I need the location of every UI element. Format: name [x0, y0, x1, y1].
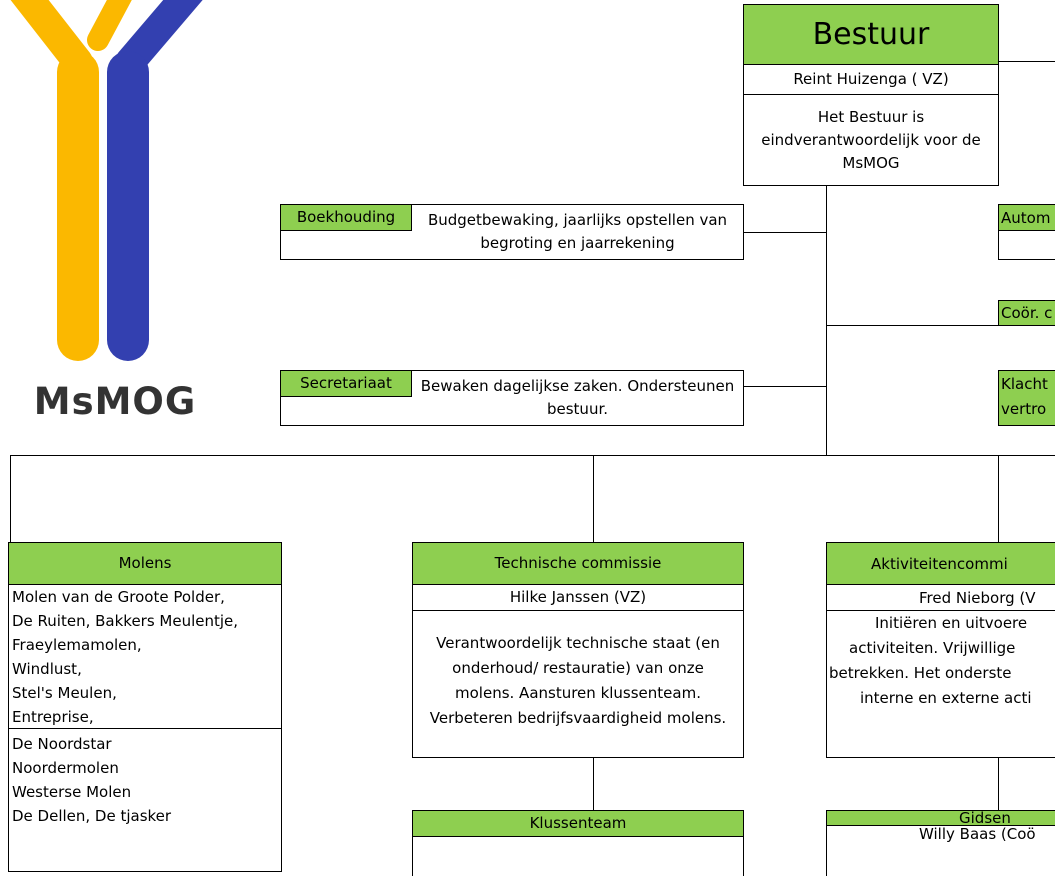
board-chair: Reint Huizenga ( VZ) — [744, 65, 998, 95]
technische-title: Technische commissie — [413, 543, 743, 585]
gidsen-coordinator: Willy Baas (Coö — [826, 825, 1055, 847]
unit-name: Autom — [999, 205, 1055, 231]
unit-name: Klacht — [999, 371, 1055, 398]
klussenteam-box — [412, 836, 744, 876]
description-line: interne en externe acti — [860, 689, 1032, 707]
unit-name: Boekhouding — [281, 205, 412, 231]
molens-box: Molens Molen van de Groote Polder, De Ru… — [8, 542, 282, 872]
list-item: De Noordstar — [12, 735, 112, 753]
technische-chair: Hilke Janssen (VZ) — [413, 585, 743, 611]
board-box: Bestuur Reint Huizenga ( VZ) Het Bestuur… — [743, 4, 999, 186]
logo: MsMOG — [0, 0, 230, 440]
unit-name-line2: vertro — [999, 398, 1055, 425]
molens-list-2: De Noordstar Noordermolen Westerse Molen… — [9, 732, 281, 828]
aktiviteiten-title: Aktiviteitencommi — [827, 543, 1055, 585]
description-line: activiteiten. Vrijwillige — [849, 639, 1016, 657]
aktiviteiten-chair: Fred Nieborg (V — [827, 585, 1055, 611]
list-item: Windlust, — [12, 660, 82, 678]
technische-description: Verantwoordelijk technische staat (en on… — [429, 634, 727, 727]
description-line: betrekken. Het onderste — [829, 664, 1012, 682]
unit-coor: Coör. c — [998, 300, 1055, 326]
list-item: Noordermolen — [12, 759, 119, 777]
list-item: Molen van de Groote Polder, — [12, 588, 225, 606]
gidsen-title: Gidsen — [826, 810, 1055, 826]
list-item: Fraeylemamolen, — [12, 636, 142, 654]
molens-list: Molen van de Groote Polder, De Ruiten, B… — [9, 585, 281, 729]
unit-description: Budgetbewaking, jaarlijks opstellen van … — [427, 211, 728, 252]
logo-mark — [10, 0, 203, 361]
list-item: De Ruiten, Bakkers Meulentje, — [12, 612, 239, 630]
unit-boekhouding: Boekhouding Budgetbewaking, jaarlijks op… — [280, 204, 744, 260]
list-item: Westerse Molen — [12, 783, 132, 801]
board-description: Het Bestuur is eindverantwoordelijk voor… — [761, 107, 981, 172]
klussenteam-title: Klussenteam — [412, 810, 744, 837]
description-line: Initiëren en uitvoere — [875, 614, 1028, 632]
board-title: Bestuur — [744, 5, 998, 65]
unit-secretariaat: Secretariaat Bewaken dagelijkse zaken. O… — [280, 370, 744, 426]
aktiviteiten-description: Initiëren en uitvoere activiteiten. Vrij… — [827, 611, 1055, 711]
list-item: Stel's Meulen, — [12, 684, 117, 702]
aktiviteiten-box: Aktiviteitencommi Fred Nieborg (V Initië… — [826, 542, 1055, 758]
unit-name: Secretariaat — [281, 371, 412, 397]
list-item: Entreprise, — [12, 708, 94, 726]
unit-klacht: Klacht vertro — [998, 370, 1055, 426]
molens-title: Molens — [9, 543, 281, 585]
unit-autom: Autom — [998, 204, 1055, 260]
list-item: De Dellen, De tjasker — [12, 807, 172, 825]
unit-description: Bewaken dagelijkse zaken. Ondersteunen b… — [420, 377, 735, 418]
technische-box: Technische commissie Hilke Janssen (VZ) … — [412, 542, 744, 758]
logo-text: MsMOG — [33, 380, 197, 423]
